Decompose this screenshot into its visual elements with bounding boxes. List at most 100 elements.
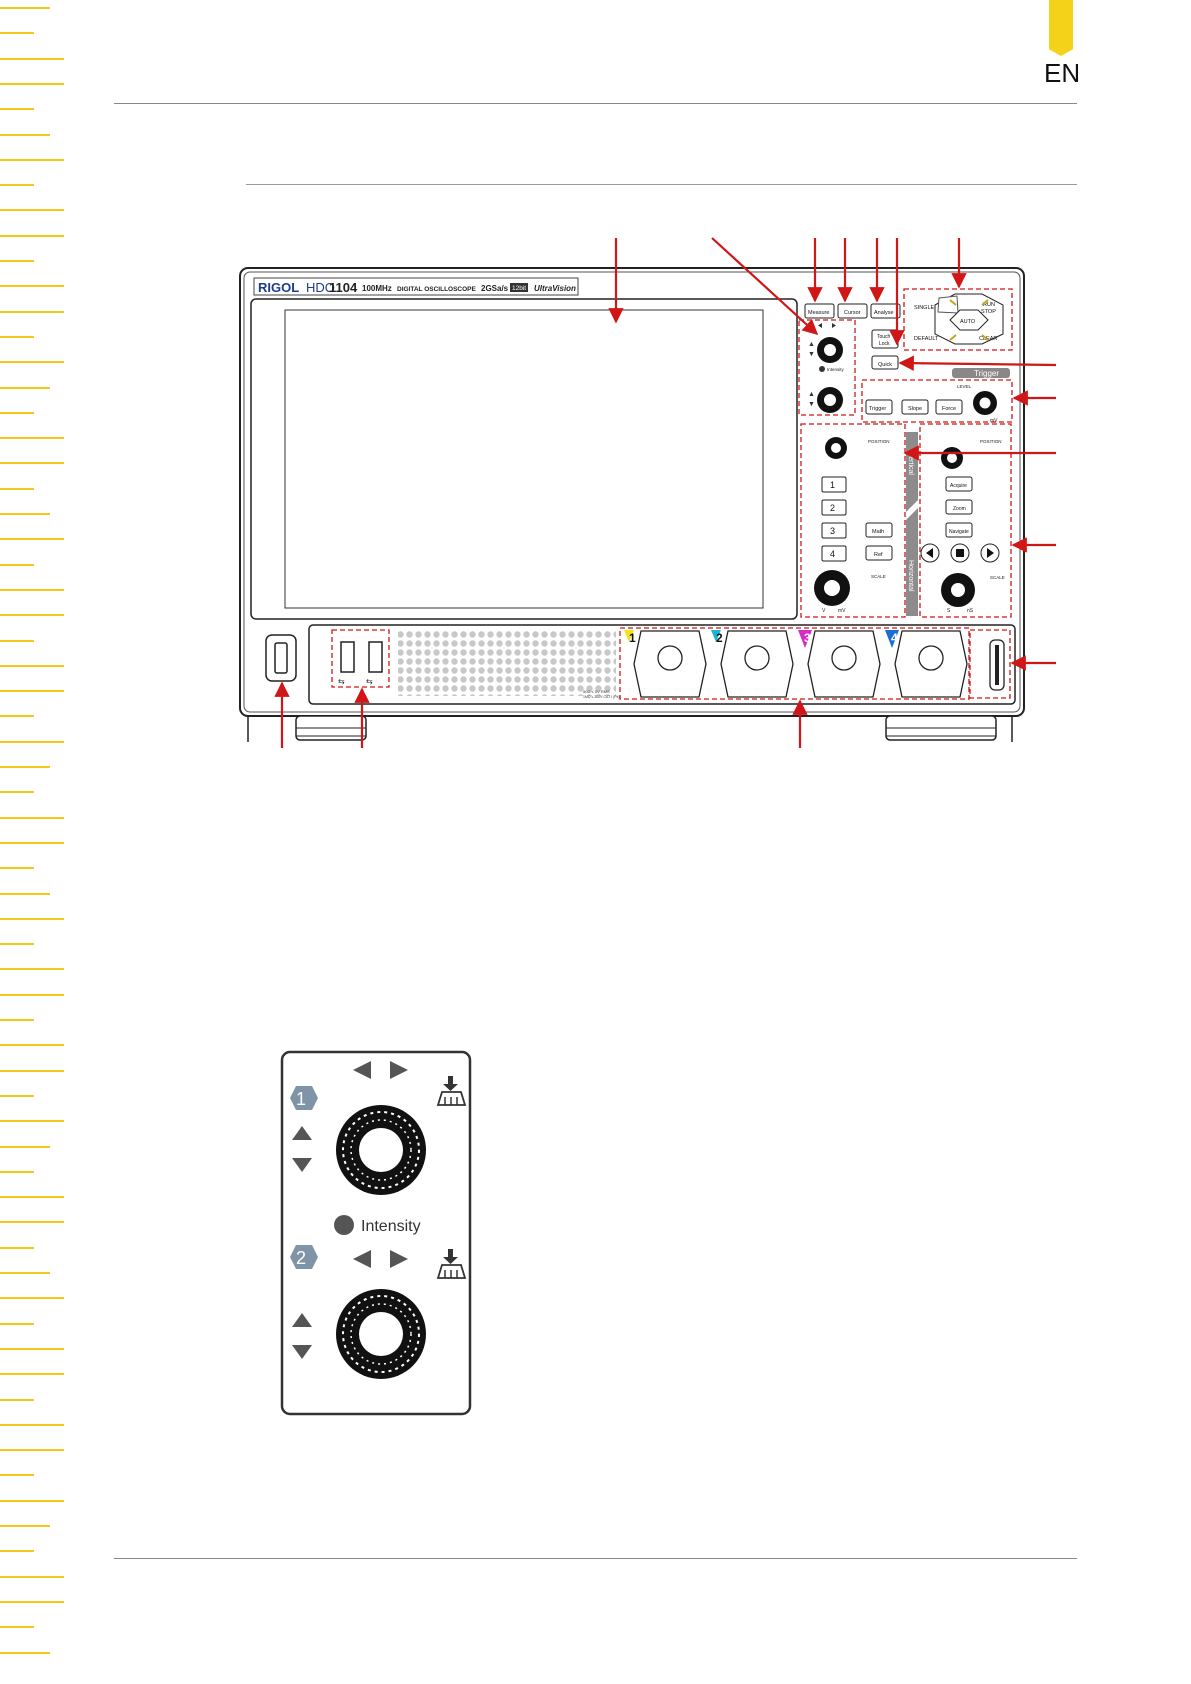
margin-dash: [0, 57, 64, 60]
quick-button: [871, 355, 899, 370]
margin-dash: [0, 1575, 64, 1578]
margin-dash: [0, 1550, 34, 1553]
margin-dash: [0, 968, 64, 971]
trigger-level-knob: [973, 391, 997, 415]
margin-dash: [0, 588, 64, 591]
margin-dash: [0, 993, 64, 996]
oscilloscope-body: [239, 267, 1025, 717]
svg-text:▲: ▲: [808, 341, 815, 348]
intensity-label: Intensity: [361, 1218, 421, 1235]
ch4-bnc: 4: [885, 630, 968, 698]
margin-dash: [0, 943, 34, 946]
margin-dash: [0, 690, 64, 693]
margin-dash: [0, 538, 64, 541]
vertical-position-knob: [825, 437, 847, 459]
svg-text:nS: nS: [967, 608, 974, 614]
margin-dash: [0, 841, 64, 844]
display-screen: [284, 309, 764, 609]
svg-text:Acquire: Acquire: [950, 483, 967, 489]
svg-text:mV: mV: [990, 418, 998, 424]
margin-dash: [0, 437, 64, 440]
margin-dash: [0, 487, 34, 490]
svg-text:Cursor: Cursor: [844, 310, 861, 316]
margin-dash: [0, 1297, 64, 1300]
bit-badge: 12bit: [512, 285, 526, 292]
margin-dash: [0, 917, 64, 920]
ch3-button: [821, 522, 847, 539]
footer-rule: [114, 1558, 1077, 1559]
touch-lock-button: [871, 329, 899, 349]
margin-dash: [0, 1347, 64, 1350]
language-tag: EN: [1044, 58, 1081, 88]
math-button: [865, 522, 893, 538]
auto-button: AUTO: [960, 319, 976, 325]
margin-dash: [0, 158, 64, 161]
right-foot: [885, 715, 997, 741]
svg-text:POSITION: POSITION: [868, 439, 890, 444]
ch2-bnc: 2: [711, 630, 794, 698]
svg-text:STOP: STOP: [981, 309, 996, 315]
margin-dash: [0, 1449, 64, 1452]
horizontal-scale-knob: [941, 573, 975, 607]
bandwidth-label: 100MHz: [362, 284, 392, 293]
svg-text:2: 2: [830, 503, 835, 513]
nav-forward-button: [980, 543, 1000, 563]
svg-text:Force: Force: [942, 406, 956, 412]
margin-dash: [0, 1651, 50, 1654]
svg-text:SCALE: SCALE: [871, 574, 886, 579]
header-rule: [114, 103, 1077, 104]
margin-dash: [0, 1221, 64, 1224]
svg-text:SCALE: SCALE: [990, 575, 1005, 580]
vertical-label: Vertical: [907, 452, 914, 475]
margin-dash: [0, 892, 50, 895]
speaker-grille: [398, 630, 616, 696]
nav-stop-button: [950, 543, 970, 563]
multipurpose-knob-area: [798, 319, 856, 416]
svg-text:RUN: RUN: [983, 302, 995, 308]
margin-dash: [0, 1145, 50, 1148]
margin-dash: [0, 1423, 64, 1426]
svg-text:Slope: Slope: [908, 406, 922, 412]
margin-dash: [0, 513, 50, 515]
vertical-scale-knob: [814, 570, 850, 606]
horizontal-position-knob: [941, 447, 963, 469]
margin-dash: [0, 411, 34, 414]
svg-text:1: 1: [830, 480, 835, 490]
svg-text:Ref: Ref: [874, 552, 883, 558]
svg-text:▼: ▼: [808, 401, 815, 408]
run-control-area: [903, 288, 1013, 351]
margin-dash: [0, 639, 34, 642]
probe-compensation-area: [969, 629, 1011, 699]
margin-dash: [0, 867, 34, 870]
svg-text:▲: ▲: [808, 391, 815, 398]
svg-text:2: 2: [296, 1248, 306, 1268]
margin-dash: [0, 234, 64, 237]
svg-text:⇆: ⇆: [338, 677, 345, 686]
margin-dash: [0, 1272, 50, 1274]
margin-dash: [0, 816, 64, 819]
knob-1-small: [817, 337, 843, 363]
margin-dash: [0, 260, 34, 262]
ref-button: [865, 545, 893, 561]
trigger-button: [865, 399, 893, 415]
margin-dash: [0, 1120, 64, 1123]
svg-text:LEVEL: LEVEL: [957, 384, 972, 389]
margin-dash: [0, 32, 34, 35]
svg-text:▼: ▼: [808, 351, 815, 358]
margin-dash: [0, 563, 34, 566]
ch2-button: [821, 499, 847, 516]
margin-dash: [0, 108, 34, 111]
margin-dash: [0, 7, 50, 9]
margin-dash: [0, 82, 64, 85]
margin-dash: [0, 361, 64, 364]
margin-dash: [0, 285, 64, 288]
analyse-button: [870, 303, 901, 319]
brand-label: RIGOL: [258, 280, 299, 295]
svg-text:Math: Math: [872, 529, 884, 535]
margin-marker-strip: [0, 0, 70, 1684]
slope-button: [901, 399, 929, 415]
usb-port-1: [340, 641, 355, 673]
acquire-button: [945, 476, 973, 492]
section-rule: [246, 184, 1077, 185]
